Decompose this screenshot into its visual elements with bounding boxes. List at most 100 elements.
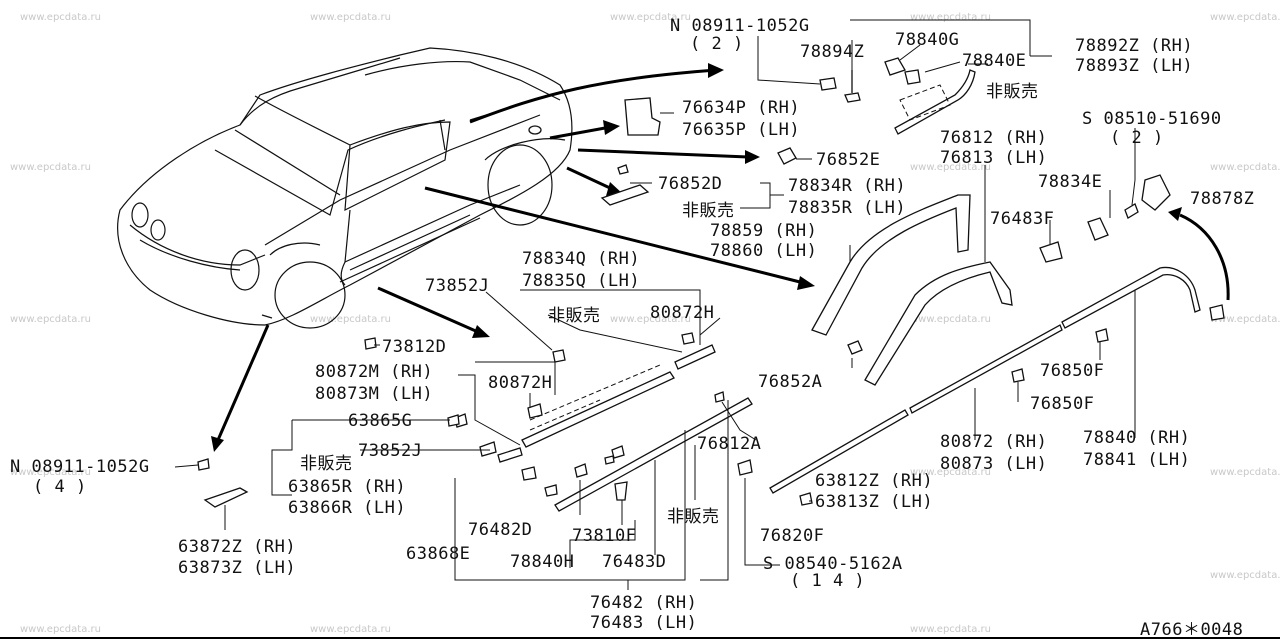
not-for-sale-label: 非販売	[300, 454, 353, 474]
part-number-label: 76634P (RH)	[682, 98, 800, 118]
part-number-label: 78840E	[962, 51, 1026, 71]
screw-part	[1124, 203, 1139, 219]
part-labels: N 08911-1052G ( 2 ) 78894Z 78840G 78840E…	[10, 16, 1254, 640]
clip-part	[604, 455, 615, 465]
clip-part	[574, 463, 588, 478]
side-molding-part	[769, 409, 909, 494]
wheel-arch-moldings	[811, 194, 1013, 386]
part-number-label: 63868E	[406, 544, 470, 564]
trim-part	[203, 487, 249, 508]
watermark: www.epcdata.ru	[1210, 12, 1280, 23]
part-number-label: 76820F	[760, 526, 824, 546]
clip-part	[447, 414, 460, 427]
fender-molding-part	[894, 69, 976, 135]
part-number-label: S 08510-51690	[1082, 109, 1222, 129]
part-number-label: 76852E	[816, 150, 880, 170]
part-number-label: 78834E	[1038, 172, 1102, 192]
part-number-label: 63812Z (RH)	[815, 471, 933, 491]
watermark: www.epcdata.ru	[910, 12, 991, 23]
clip-part	[197, 458, 210, 471]
arrow-head	[745, 150, 760, 164]
quantity-label: ( 4 )	[33, 477, 87, 497]
part-number-label: 78835R (LH)	[788, 198, 906, 218]
watermark: www.epcdata.ru	[1210, 570, 1280, 581]
leader-lines	[174, 19, 1136, 590]
part-number-label: 76482 (RH)	[590, 593, 697, 613]
clip-part	[527, 403, 543, 419]
quantity-label: ( 2 )	[1110, 128, 1164, 148]
part-number-label: S 08540-5162A	[763, 554, 903, 574]
arrow-head	[1168, 207, 1182, 221]
part-number-label: 76852A	[758, 372, 822, 392]
part-number-label: 76483F	[990, 209, 1054, 229]
bracket-part	[1087, 217, 1109, 241]
part-number-label: 78860 (LH)	[710, 241, 817, 261]
part-number-label: 78840 (RH)	[1083, 428, 1190, 448]
clip-part	[819, 77, 837, 91]
clip-part	[544, 484, 558, 497]
arrow-head	[211, 436, 224, 452]
part-number-label: 73852J	[358, 441, 422, 461]
watermark: www.epcdata.ru	[20, 12, 101, 23]
side-moldings	[197, 266, 1201, 512]
part-number-label: 76852D	[658, 174, 722, 194]
clip-part	[611, 445, 625, 459]
arrow	[577, 148, 749, 159]
quantity-label: ( 2 )	[690, 34, 744, 54]
arrow	[424, 186, 801, 284]
clip-part	[521, 466, 537, 481]
watermark: www.epcdata.ru	[10, 162, 91, 173]
bracket-part	[624, 97, 661, 136]
part-number-label: 76482D	[468, 520, 532, 540]
part-number-label: 63865G	[348, 411, 412, 431]
clip-part	[714, 391, 725, 403]
part-number-label: 78834Q (RH)	[522, 249, 640, 269]
fender-molding-part	[864, 261, 1013, 386]
watermark: www.epcdata.ru	[10, 467, 91, 478]
clip-part	[1209, 304, 1225, 321]
arrow-head	[797, 276, 815, 290]
part-number-label: 76635P (LH)	[682, 120, 800, 140]
part-number-label: 73852J	[425, 276, 489, 296]
part-number-label: 80872M (RH)	[315, 362, 433, 382]
clip-part	[799, 492, 813, 506]
part-number-label: 80873M (LH)	[315, 384, 433, 404]
quantity-label: ( 1 4 )	[790, 571, 865, 591]
diagram-code-label: A766＊0048	[1140, 620, 1243, 640]
arrow	[377, 286, 479, 334]
arrow-head	[472, 325, 490, 338]
watermark-layer: www.epcdata.ru www.epcdata.ru www.epcdat…	[10, 12, 1280, 635]
watermark: www.epcdata.ru	[310, 314, 391, 325]
watermark: www.epcdata.ru	[910, 162, 991, 173]
watermark: www.epcdata.ru	[310, 624, 391, 635]
part-number-label: 78834R (RH)	[788, 176, 906, 196]
part-number-label: 63873Z (LH)	[178, 558, 296, 578]
upper-parts	[528, 57, 1225, 321]
arrow-head	[708, 63, 724, 78]
bolt-part	[844, 70, 861, 103]
part-number-label: 76483D	[602, 552, 666, 572]
clip-part	[681, 332, 695, 345]
arrow	[469, 68, 719, 124]
screw-part	[737, 459, 753, 476]
clip-part	[1039, 241, 1063, 263]
clip-part	[1095, 328, 1109, 343]
part-number-label: 80872 (RH)	[940, 432, 1047, 452]
part-number-label: N 08911-1052G	[10, 457, 150, 477]
clip-part	[904, 69, 921, 85]
part-number-label: 78841 (LH)	[1083, 450, 1190, 470]
clip-part	[617, 164, 629, 175]
part-number-label: 76812 (RH)	[940, 128, 1047, 148]
clip-part	[1011, 368, 1025, 383]
clip-part	[614, 481, 628, 501]
part-number-label: 78840G	[895, 30, 959, 50]
clip-part	[777, 147, 797, 165]
part-number-label: 76813 (LH)	[940, 148, 1047, 168]
part-number-label: 63865R (RH)	[288, 477, 406, 497]
arrow-head	[603, 120, 620, 135]
part-number-label: 78878Z	[1190, 189, 1254, 209]
fender-molding-part	[811, 194, 971, 336]
watermark: www.epcdata.ru	[1210, 314, 1280, 325]
side-molding-part	[554, 397, 753, 512]
